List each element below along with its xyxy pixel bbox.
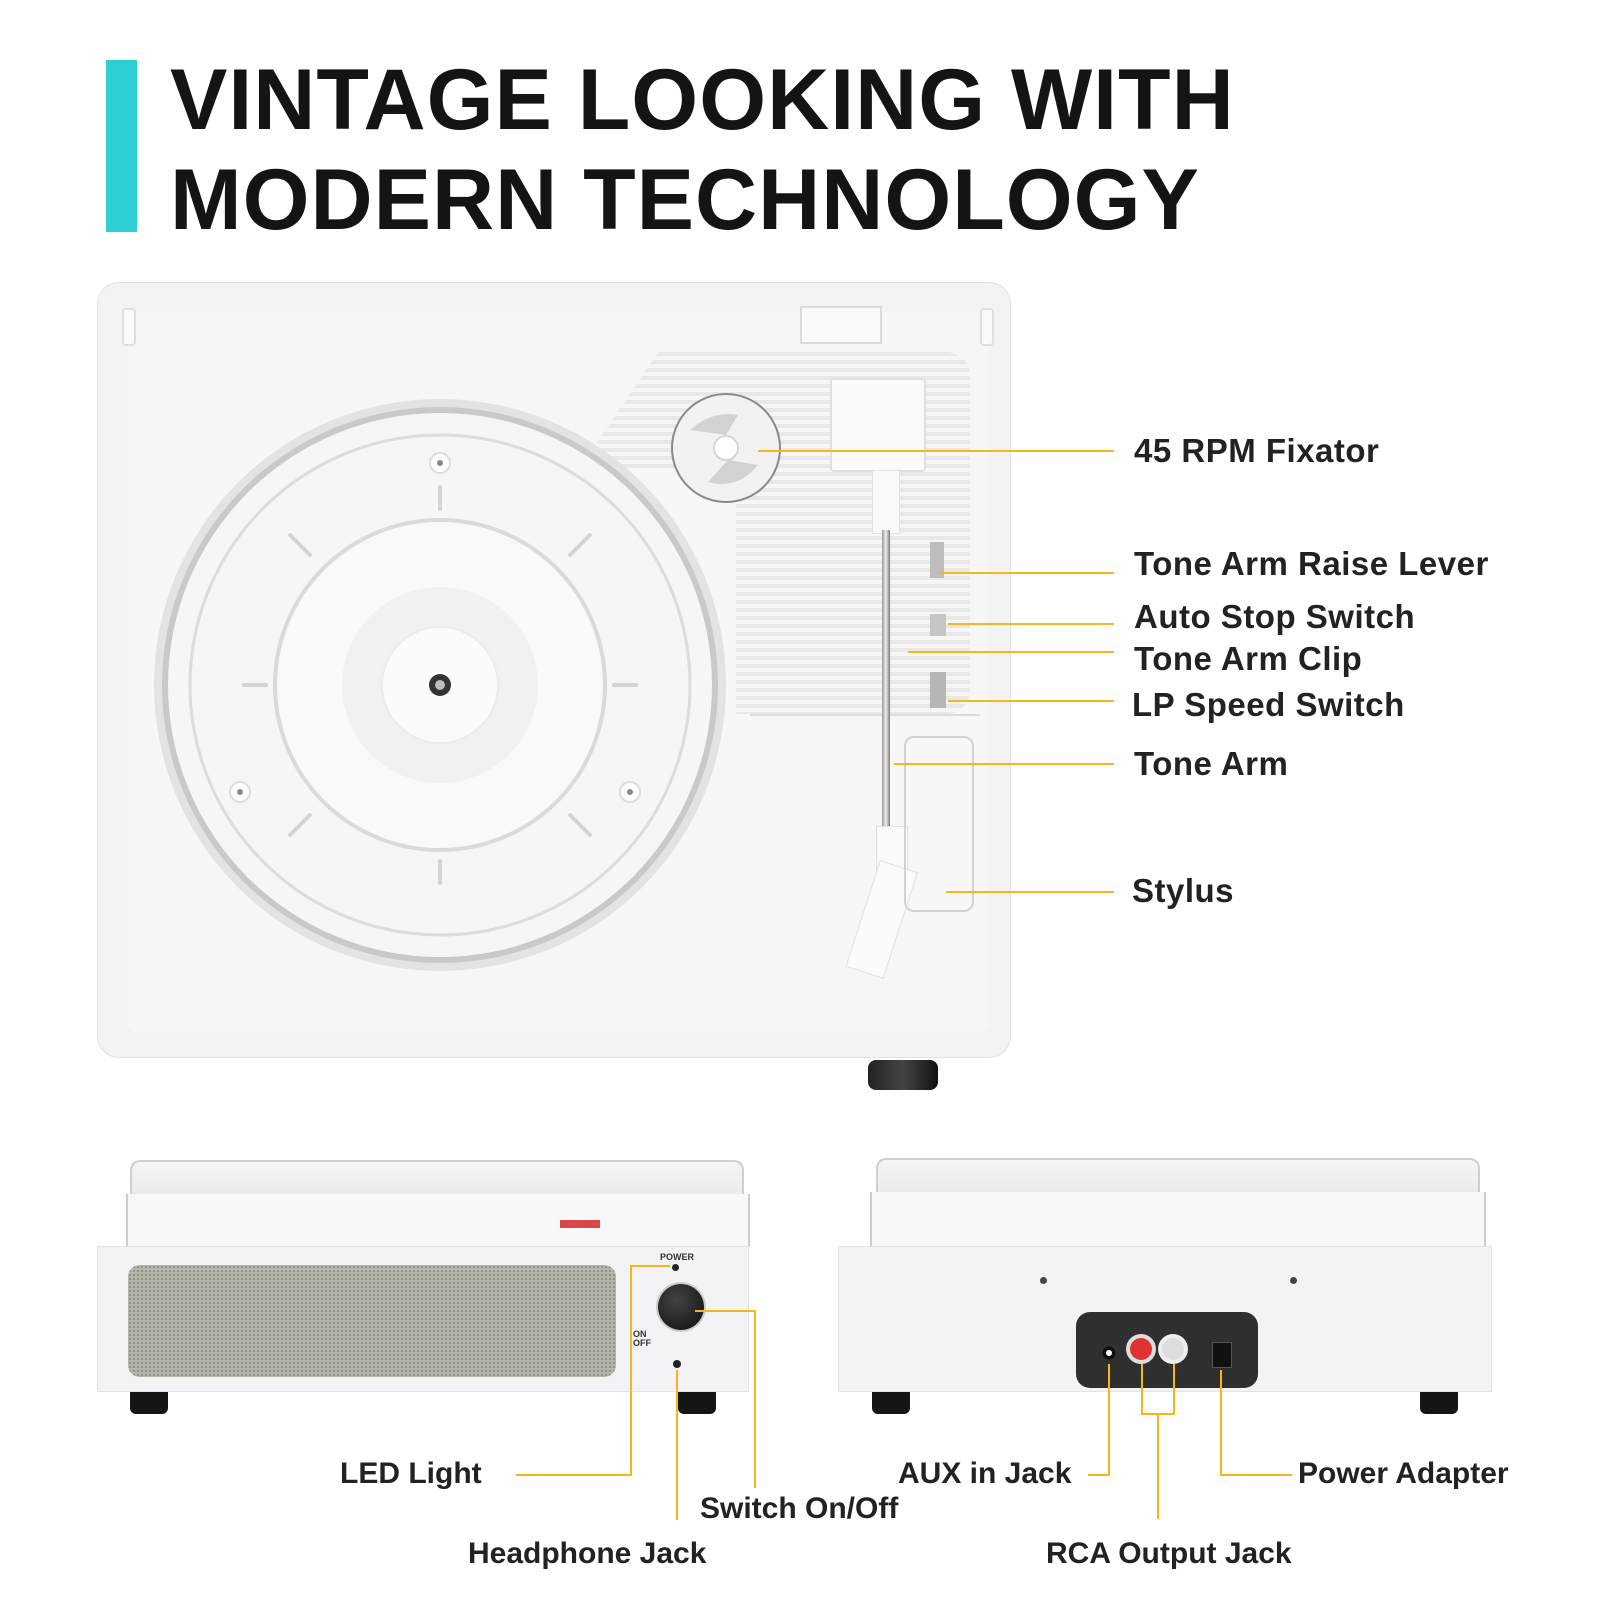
raise-lever: [930, 542, 944, 578]
title-accent-bar: [106, 60, 137, 232]
foot-back-right: [1420, 1392, 1458, 1414]
label-tone-arm-clip: Tone Arm Clip: [1134, 640, 1363, 677]
platter: [154, 399, 726, 971]
headphone-jack: [673, 1360, 681, 1368]
dust-cover-side-back: [870, 1192, 1486, 1248]
leader-power-h: [1220, 1474, 1292, 1476]
leader-rca-v3: [1157, 1413, 1159, 1519]
label-45-rpm-fixator: 45 RPM Fixator: [1134, 432, 1380, 469]
led-light: [672, 1264, 679, 1271]
title-line-2: MODERN TECHNOLOGY: [170, 152, 1200, 248]
label-aux-in-jack: AUX in Jack: [898, 1457, 1072, 1490]
leader-45rpm: [758, 450, 1114, 452]
45-rpm-fixator: [671, 393, 781, 503]
leader-rca-v2: [1173, 1364, 1175, 1414]
leader-led-h1: [630, 1265, 670, 1267]
dust-cover-front: [130, 1160, 744, 1199]
screw-left: [1040, 1277, 1047, 1284]
on-off-text: ON OFF: [633, 1329, 651, 1348]
leader-switch-v: [754, 1310, 756, 1488]
power-volume-knob: [658, 1284, 704, 1330]
lid-latch: [800, 306, 882, 344]
tonearm-tube: [882, 530, 890, 830]
leader-switch-h: [695, 1310, 755, 1312]
title-line-1: VINTAGE LOOKING WITH: [170, 52, 1235, 148]
leader-aux-v: [1108, 1364, 1110, 1474]
label-rca-output-jack: RCA Output Jack: [1046, 1537, 1292, 1570]
leader-rca-v1: [1141, 1364, 1143, 1414]
leader-led-v: [630, 1265, 632, 1475]
leader-aux-h: [1088, 1474, 1110, 1476]
speaker-grille: [128, 1265, 616, 1377]
power-text: POWER: [660, 1252, 695, 1262]
arm-rest-outline: [904, 736, 974, 912]
label-stylus: Stylus: [1132, 872, 1235, 909]
leader-led-h2: [516, 1474, 632, 1476]
dc-power-jack: [1212, 1342, 1232, 1368]
foot-front-right: [678, 1392, 716, 1414]
label-power-adapter: Power Adapter: [1298, 1457, 1509, 1490]
tonearm-pivot: [872, 470, 900, 534]
foot-back-left: [872, 1392, 910, 1414]
dust-cover-side-front: [126, 1194, 750, 1246]
hinge-left: [122, 308, 136, 346]
volume-knob-top: [868, 1060, 938, 1090]
hinge-right: [980, 308, 994, 346]
leader-headphone-v: [676, 1370, 678, 1520]
leader-power-v: [1220, 1370, 1222, 1474]
rca-red: [1130, 1338, 1152, 1360]
tonearm-counterweight: [830, 378, 926, 472]
plate-edge: [750, 714, 980, 716]
label-lp-speed-switch: LP Speed Switch: [1132, 686, 1405, 723]
page-title: VINTAGE LOOKING WITH MODERN TECHNOLOGY: [170, 50, 1235, 250]
leader-stylus: [946, 891, 1114, 893]
label-led-light: LED Light: [340, 1457, 482, 1490]
label-headphone-jack: Headphone Jack: [468, 1537, 707, 1570]
aux-in-jack: [1102, 1346, 1116, 1360]
rca-white: [1162, 1338, 1184, 1360]
label-switch-on-off: Switch On/Off: [700, 1492, 899, 1525]
label-auto-stop-switch: Auto Stop Switch: [1134, 598, 1416, 635]
screw-right: [1290, 1277, 1297, 1284]
leader-tone-arm: [894, 763, 1114, 765]
foot-front-left: [130, 1392, 168, 1414]
leader-raise-lever: [940, 572, 1114, 574]
speed-switch: [930, 672, 946, 708]
leader-auto-stop: [948, 623, 1114, 625]
auto-stop-switch: [930, 614, 946, 636]
leader-lp-speed: [948, 700, 1114, 702]
arm-lift-red: [560, 1220, 600, 1228]
label-tone-arm: Tone Arm: [1134, 745, 1289, 782]
leader-tone-arm-clip: [908, 651, 1114, 653]
label-tone-arm-raise-lever: Tone Arm Raise Lever: [1134, 545, 1489, 582]
